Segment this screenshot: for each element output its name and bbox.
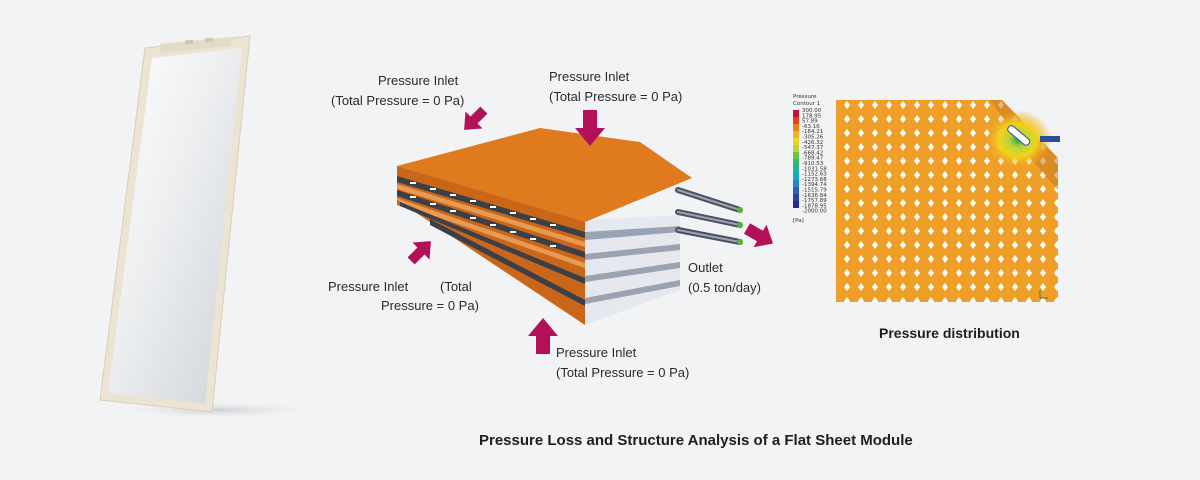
outlet-pipes (675, 187, 743, 245)
inlet-left-detail-b: Pressure = 0 Pa) (381, 298, 479, 313)
legend-value: -305.26 (802, 135, 824, 141)
pressure-distribution-caption: Pressure distribution (879, 325, 1020, 341)
legend-value: -2000.00 (802, 209, 827, 215)
inlet-arrow-top-left (464, 106, 488, 130)
legend-value: 57.89 (802, 119, 818, 125)
module-header (160, 37, 231, 53)
inlet-top-right-title: Pressure Inlet (549, 69, 630, 84)
inlet-top-right-detail: (Total Pressure = 0 Pa) (549, 89, 683, 104)
legend-value: -1515.79 (802, 188, 827, 194)
inlet-top-left-title: Pressure Inlet (378, 73, 459, 88)
legend-value: 178.95 (802, 113, 822, 119)
legend-value: -1878.95 (802, 203, 827, 209)
outlet-detail: (0.5 ton/day) (688, 280, 761, 295)
legend-value: -426.32 (802, 140, 823, 146)
legend-value: -1273.68 (802, 177, 827, 183)
legend-value: -1031.58 (802, 166, 827, 172)
legend-value: -1636.84 (802, 193, 827, 199)
inlet-arrow-bottom (528, 318, 558, 354)
legend-title: Pressure (793, 94, 817, 100)
legend-value: -1152.63 (802, 172, 827, 178)
contour-plot (836, 100, 1060, 302)
contour-legend-bar (793, 110, 799, 208)
inlet-top-left-detail: (Total Pressure = 0 Pa) (331, 93, 465, 108)
inlet-bottom-detail: (Total Pressure = 0 Pa) (556, 365, 690, 380)
legend-value: -1394.74 (802, 182, 827, 188)
legend-value: -789.47 (802, 156, 824, 162)
module-port (204, 37, 214, 43)
legend-value: 300.00 (802, 108, 822, 114)
legend-value: -668.42 (802, 150, 823, 156)
legend-value: -184.21 (802, 129, 823, 135)
legend-value: -63.16 (802, 124, 820, 130)
legend-value: -910.53 (802, 161, 824, 167)
stack-layers (397, 128, 692, 325)
module-membrane (108, 48, 242, 404)
inlet-arrow-top (575, 110, 605, 146)
inlet-left-detail-a: (Total (440, 279, 472, 294)
inlet-arrow-left (407, 241, 431, 265)
outlet-arrow (744, 223, 773, 248)
stack-top-face (397, 128, 692, 222)
legend-value: -547.37 (802, 145, 824, 151)
legend-subtitle: Contour 1 (793, 101, 820, 107)
legend-value: -1757.89 (802, 198, 827, 204)
outlet-title: Outlet (688, 260, 723, 275)
inlet-left-title: Pressure Inlet (328, 279, 409, 294)
legend-values: 300.00 178.95 57.89 -63.16 -184.21 -305.… (802, 108, 827, 215)
module-port (184, 39, 194, 45)
main-caption: Pressure Loss and Structure Analysis of … (479, 432, 913, 449)
legend-unit: [Pa] (793, 218, 804, 224)
inlet-bottom-title: Pressure Inlet (556, 345, 637, 360)
flow-arrows (407, 106, 773, 354)
